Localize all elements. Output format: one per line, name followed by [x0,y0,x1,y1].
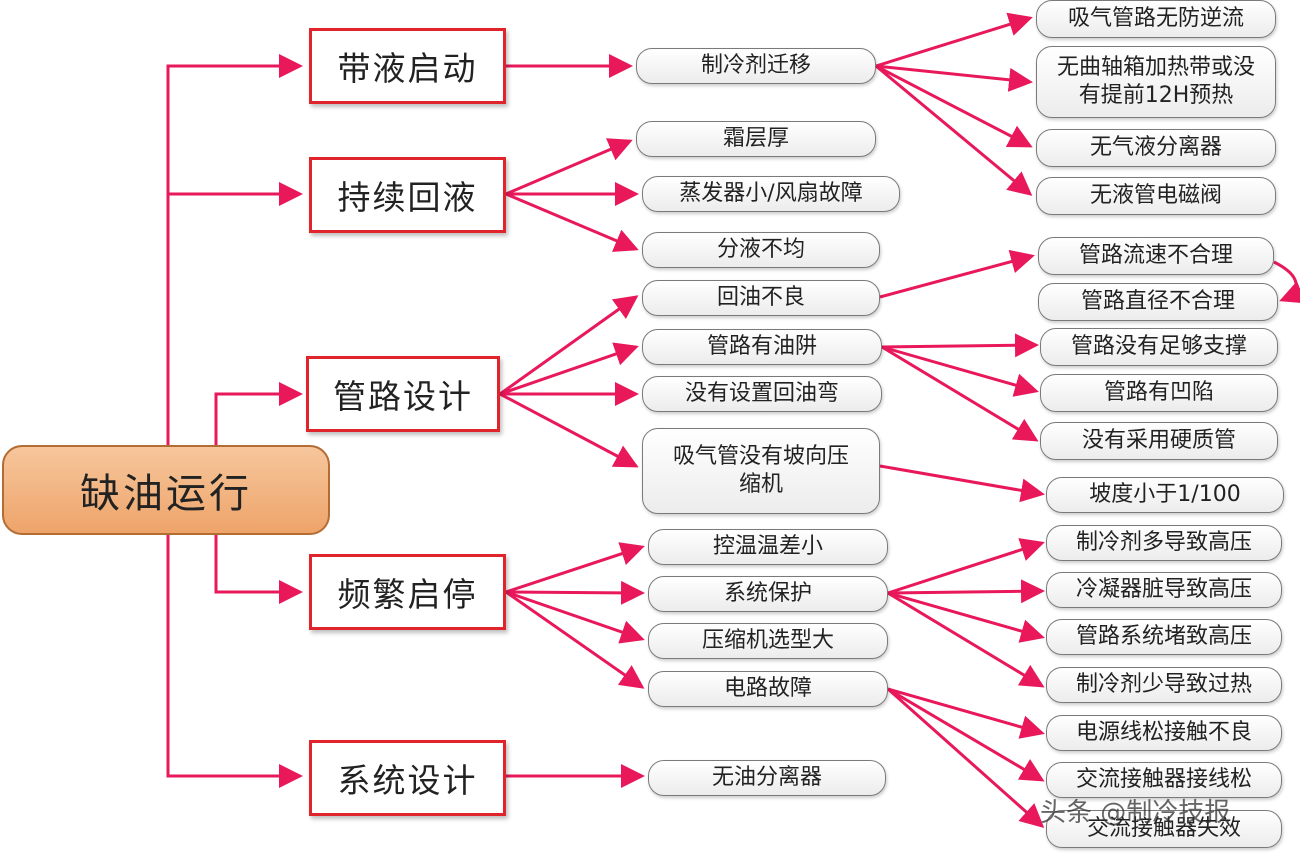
cause-oversized-compressor: 压缩机选型大 [648,623,888,659]
trunk-line [214,535,303,604]
detail-contactor-wiring-loose: 交流接触器接线松 [1046,762,1282,798]
cause-no-oil-return-bend: 没有设置回油弯 [642,376,882,412]
detail-no-rigid-pipe: 没有采用硬质管 [1040,422,1278,460]
category-frequent-start-stop: 频繁启停 [309,554,506,630]
cause-evaporator-small: 蒸发器小/风扇故障 [642,176,900,212]
cause-poor-oil-return: 回油不良 [642,280,880,316]
detail-pipe-sag: 管路有凹陷 [1040,374,1278,412]
detail-no-solenoid: 无液管电磁阀 [1036,177,1276,215]
watermark-text: 头条 @制冷技报 [1040,798,1231,828]
detail-velocity-unreasonable: 管路流速不合理 [1038,237,1274,275]
cause-small-temp-diff: 控温温差小 [648,529,888,565]
trunk-line [214,382,303,445]
category-pipe-design: 管路设计 [306,356,500,432]
trunk-line [166,535,303,788]
detail-no-accumulator: 无气液分离器 [1036,129,1276,167]
cause-no-oil-separator: 无油分离器 [648,760,886,796]
cause-system-protection: 系统保护 [648,576,888,612]
detail-undercharge-superheat: 制冷剂少导致过热 [1046,667,1282,703]
category-start-with-liquid: 带液启动 [309,28,506,104]
cause-circuit-fault: 电路故障 [648,671,888,707]
detail-contactor-failure: 交流接触器失效 [1046,810,1282,848]
detail-dirty-condenser: 冷凝器脏导致高压 [1046,572,1282,608]
category-system-design: 系统设计 [309,740,506,816]
cause-refrigerant-migration: 制冷剂迁移 [636,48,876,84]
detail-blocked-system: 管路系统堵致高压 [1046,619,1282,655]
category-continuous-return: 持续回液 [309,157,506,233]
detail-diameter-unreasonable: 管路直径不合理 [1038,283,1278,321]
detail-loose-power-wire: 电源线松接触不良 [1046,715,1282,751]
detail-insufficient-support: 管路没有足够支撑 [1040,328,1278,366]
detail-no-check-valve: 吸气管路无防逆流 [1036,0,1276,38]
cause-frost-thick: 霜层厚 [636,121,876,157]
cause-suction-no-slope: 吸气管没有坡向压缩机 [642,428,880,514]
trunk-line [166,54,303,445]
cause-pipe-oil-trap: 管路有油阱 [642,329,882,365]
cause-uneven-distribution: 分液不均 [642,232,880,268]
detail-no-crankcase-heater: 无曲轴箱加热带或没有提前12H预热 [1036,46,1276,118]
root-node: 缺油运行 [2,445,330,535]
detail-slope-small: 坡度小于1/100 [1046,477,1284,513]
detail-overcharge-high-pressure: 制冷剂多导致高压 [1046,525,1282,561]
